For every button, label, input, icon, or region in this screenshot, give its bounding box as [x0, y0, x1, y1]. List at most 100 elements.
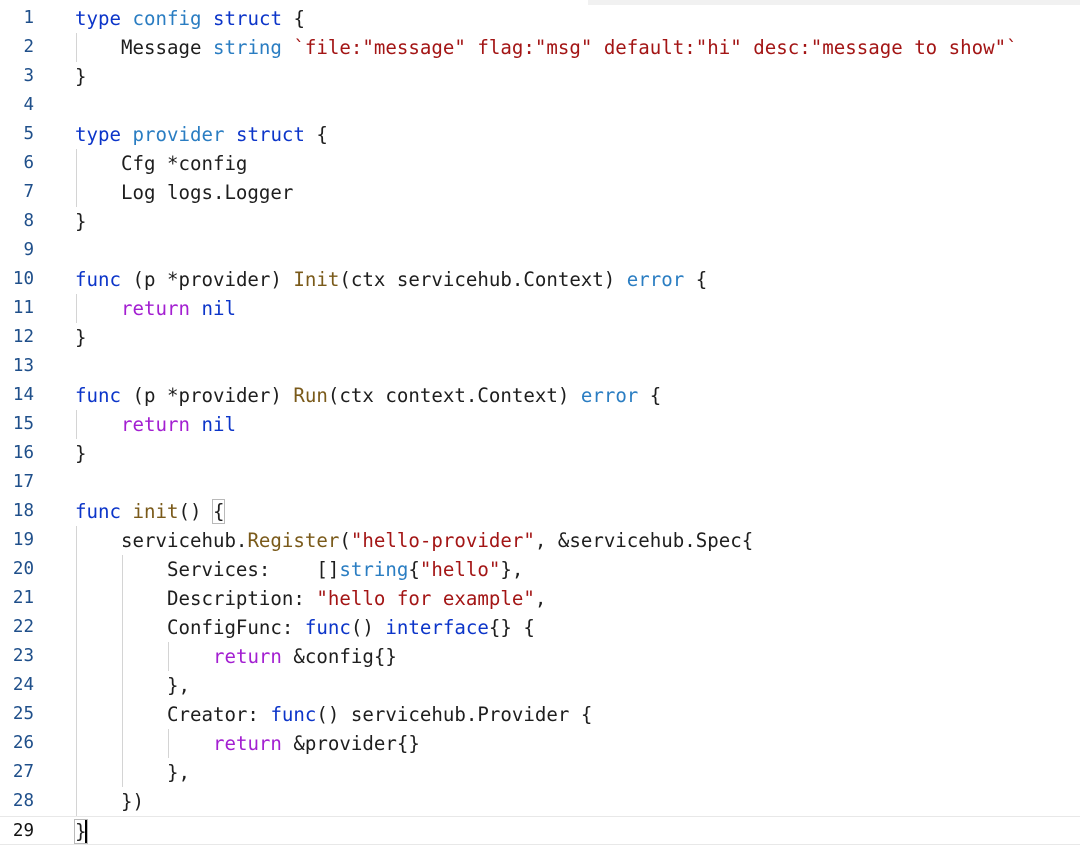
code-text[interactable]: type provider struct {	[75, 120, 328, 149]
indent-guide	[122, 555, 123, 787]
line-number: 6	[23, 153, 34, 173]
code-text[interactable]: return &provider{}	[75, 729, 420, 758]
code-line[interactable]: 26 return &provider{}	[0, 729, 1080, 758]
code-token: },	[75, 674, 190, 697]
code-text[interactable]: func (p *provider) Run(ctx context.Conte…	[75, 381, 661, 410]
code-token: (	[339, 529, 351, 552]
code-text[interactable]: return &config{}	[75, 642, 397, 671]
code-text[interactable]: }	[75, 207, 87, 236]
code-token: func	[75, 500, 121, 523]
code-line[interactable]: 3}	[0, 62, 1080, 91]
code-token	[75, 732, 213, 755]
line-number: 20	[12, 559, 34, 579]
code-text[interactable]: }	[75, 62, 87, 91]
code-line[interactable]: 28 })	[0, 787, 1080, 816]
code-line[interactable]: 4	[0, 91, 1080, 120]
code-line[interactable]: 10 func (p *provider) Init(ctx servicehub…	[0, 265, 1080, 294]
line-number: 10	[12, 269, 34, 289]
code-token: {	[684, 268, 708, 291]
code-token: Init	[293, 268, 340, 291]
code-text[interactable]: },	[75, 671, 190, 700]
code-token: },	[500, 558, 524, 581]
code-token: nil	[201, 297, 236, 320]
code-token: return	[212, 645, 282, 668]
code-token: config	[132, 7, 202, 30]
indent-guide	[168, 729, 169, 758]
code-token: func	[75, 268, 121, 291]
code-line[interactable]: 2 Message string `file:"message" flag:"m…	[0, 33, 1080, 62]
code-token	[75, 413, 121, 436]
code-line[interactable]: 23 return &config{}	[0, 642, 1080, 671]
code-token: {} {	[488, 616, 535, 639]
code-text[interactable]: }	[75, 323, 87, 352]
code-token: }	[75, 65, 87, 88]
code-text[interactable]: Creator: func() servicehub.Provider {	[75, 700, 592, 729]
code-text[interactable]: return nil	[75, 410, 236, 439]
code-line[interactable]: 15 return nil	[0, 410, 1080, 439]
code-line[interactable]: 29}	[0, 816, 1080, 845]
code-line[interactable]: 17	[0, 468, 1080, 497]
line-number: 2	[23, 37, 34, 57]
code-text[interactable]: },	[75, 758, 190, 787]
line-number: 11	[12, 298, 34, 318]
code-line[interactable]: 12}	[0, 323, 1080, 352]
code-text[interactable]: type config struct {	[75, 4, 305, 33]
code-token: nil	[201, 413, 236, 436]
line-number: 8	[23, 211, 34, 231]
code-line[interactable]: 21 Description: "hello for example",	[0, 584, 1080, 613]
code-text[interactable]: ConfigFunc: func() interface{} {	[75, 613, 535, 642]
matched-bracket: {	[212, 499, 226, 524]
code-line[interactable]: 22 ConfigFunc: func() interface{} {	[0, 613, 1080, 642]
code-text[interactable]: Cfg *config	[75, 149, 247, 178]
code-token: }	[75, 326, 87, 349]
code-token: struct	[235, 123, 305, 146]
code-line[interactable]: 27 },	[0, 758, 1080, 787]
code-text[interactable]: Message string `file:"message" flag:"msg…	[75, 33, 1018, 62]
code-token: {	[638, 384, 662, 407]
code-line[interactable]: 16}	[0, 439, 1080, 468]
code-line[interactable]: 13	[0, 352, 1080, 381]
code-text[interactable]: Description: "hello for example",	[75, 584, 546, 613]
code-token: Cfg *config	[75, 152, 248, 175]
code-line[interactable]: 8}	[0, 207, 1080, 236]
line-number: 13	[12, 356, 34, 376]
code-token: Services: []	[75, 558, 340, 581]
code-token	[121, 500, 133, 523]
code-text[interactable]: servicehub.Register("hello-provider", &s…	[75, 526, 753, 555]
code-token: ConfigFunc:	[75, 616, 305, 639]
code-token: },	[75, 761, 190, 784]
code-line[interactable]: 11 return nil	[0, 294, 1080, 323]
code-text[interactable]: func (p *provider) Init(ctx servicehub.C…	[75, 265, 707, 294]
code-token: (p *provider)	[120, 384, 294, 407]
code-text[interactable]: Services: []string{"hello"},	[75, 555, 523, 584]
editor-top-edge	[0, 0, 588, 5]
code-token: }	[75, 442, 87, 465]
indent-guide	[76, 149, 77, 207]
code-text[interactable]: Log logs.Logger	[75, 178, 293, 207]
editor-tab-strip-edge	[588, 0, 1080, 5]
code-line[interactable]: 9	[0, 236, 1080, 265]
line-number: 22	[12, 617, 34, 637]
code-text[interactable]: })	[75, 787, 144, 816]
code-line[interactable]: 25 Creator: func() servicehub.Provider {	[0, 700, 1080, 729]
code-line[interactable]: 6 Cfg *config	[0, 149, 1080, 178]
code-line[interactable]: 20 Services: []string{"hello"},	[0, 555, 1080, 584]
code-text[interactable]: func init() {	[75, 497, 226, 526]
code-token: provider	[132, 123, 225, 146]
code-line[interactable]: 7 Log logs.Logger	[0, 178, 1080, 207]
code-text[interactable]: }	[75, 439, 87, 468]
code-line[interactable]: 24 },	[0, 671, 1080, 700]
code-token: func	[304, 616, 351, 639]
code-line[interactable]: 19 servicehub.Register("hello-provider",…	[0, 526, 1080, 555]
code-token: func	[270, 703, 317, 726]
line-number: 9	[23, 240, 34, 260]
code-token: error	[626, 268, 685, 291]
code-text[interactable]: }	[74, 817, 88, 846]
code-token: &config{}	[281, 645, 397, 668]
code-text[interactable]: return nil	[75, 294, 236, 323]
